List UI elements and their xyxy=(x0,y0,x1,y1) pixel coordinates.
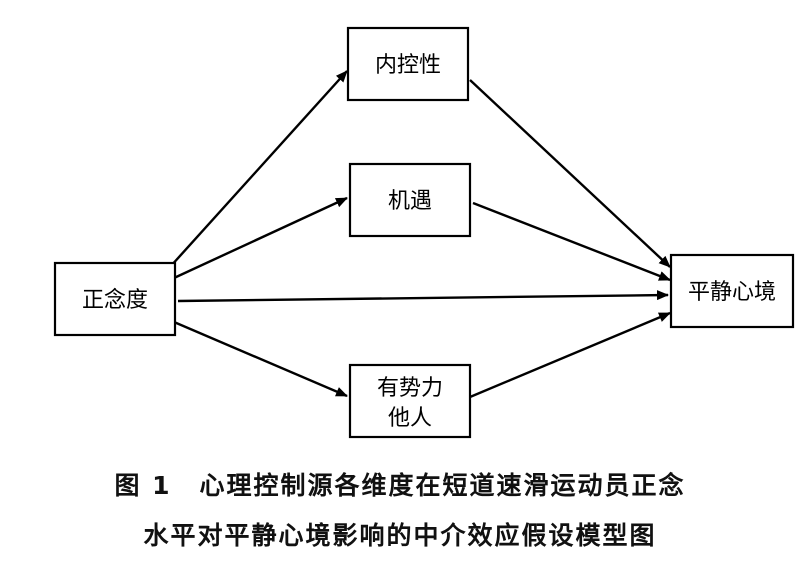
edges xyxy=(169,70,671,399)
caption-text-line-2: 水平对平静心境影响的中介效应假设模型图 xyxy=(143,521,657,550)
edge-positive-thinking-to-peace-of-mind xyxy=(177,290,669,303)
node-powerful-others: 有势力他人 xyxy=(348,363,472,439)
node-chance: 机遇 xyxy=(348,162,472,238)
figure-caption-line-1: 图 1 心理控制源各维度在短道速滑运动员正念 xyxy=(0,466,800,502)
hypothesis-model-diagram: 正念度 内控性 机遇 有势力他人 平静心境 xyxy=(53,26,795,439)
edge-positive-thinking-to-chance xyxy=(173,196,348,280)
node-label-peace-of-mind: 平静心境 xyxy=(688,280,776,305)
edge-internal-control-to-peace-of-mind xyxy=(469,79,671,268)
edge-powerful-others-to-peace-of-mind xyxy=(469,311,671,399)
node-label-positive-thinking: 正念度 xyxy=(82,288,148,313)
node-positive-thinking: 正念度 xyxy=(53,261,177,337)
node-internal-control: 内控性 xyxy=(346,26,470,102)
node-label-chance: 机遇 xyxy=(388,189,432,214)
caption-text-line-1: 心理控制源各维度在短道速滑运动员正念 xyxy=(199,471,686,500)
edge-chance-to-peace-of-mind xyxy=(472,201,671,282)
node-label-line: 他人 xyxy=(388,406,432,431)
node-label-internal-control: 内控性 xyxy=(375,53,441,78)
edge-positive-thinking-to-powerful-others xyxy=(173,320,348,398)
node-label-line: 有势力 xyxy=(377,376,443,401)
node-label-powerful-others: 有势力他人 xyxy=(377,376,443,431)
figure-number: 图 1 xyxy=(114,471,172,500)
figure-caption-line-2: 水平对平静心境影响的中介效应假设模型图 xyxy=(0,516,800,552)
node-peace-of-mind: 平静心境 xyxy=(669,253,795,329)
edge-positive-thinking-to-internal-control xyxy=(169,70,348,268)
